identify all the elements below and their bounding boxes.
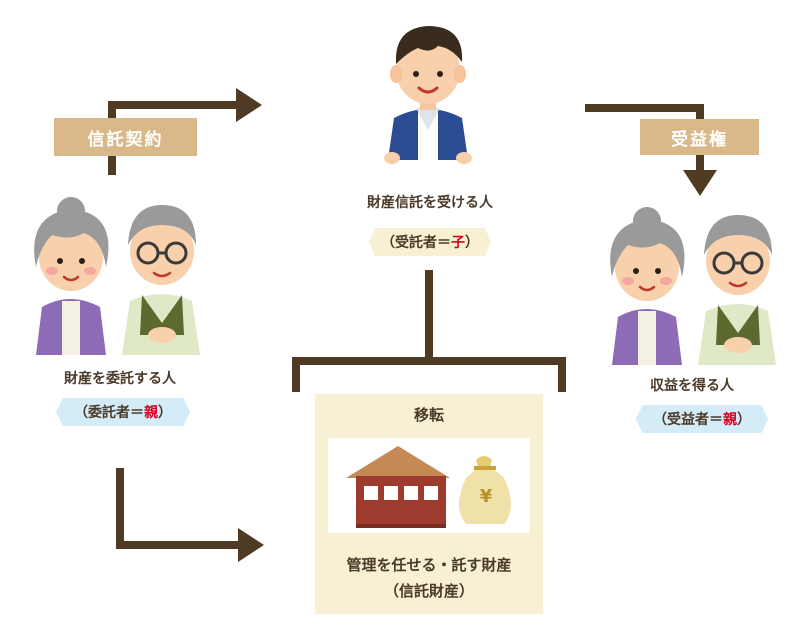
trustee-caption: 財産信託を受ける人 <box>367 195 493 211</box>
beneficial-right-tag: 受益権 <box>640 119 759 155</box>
trustee-role-prefix: （受託者＝ <box>381 235 451 251</box>
trust-contract-tag: 信託契約 <box>54 118 197 156</box>
trust-contract-label: 信託契約 <box>87 129 164 150</box>
trustee-role-value: 子 <box>451 235 465 251</box>
asset-description: 管理を任せる・託す財産 <box>346 556 512 574</box>
house-and-money-illustration <box>346 446 511 528</box>
benefit-arrowhead <box>683 170 717 196</box>
settlor-caption: 財産を委託する人 <box>64 371 176 387</box>
transfer-arrow <box>116 468 240 549</box>
asset-image-frame: ¥ <box>328 438 530 533</box>
settlor-role-suffix: ） <box>158 405 172 421</box>
beneficiary-role-pill: （受益者＝親） <box>636 405 768 433</box>
trust-property-box: 移転 ¥ 管理を任せる・託す財産 （信託財産） <box>315 394 543 614</box>
settlor-role-prefix: （委託者＝ <box>74 405 144 421</box>
trustee-role-suffix: ） <box>465 235 479 251</box>
beneficial-right-label: 受益権 <box>671 129 728 150</box>
beneficiary-role-value: 親 <box>723 412 737 428</box>
trustee-role-pill: （受託者＝子） <box>369 228 491 256</box>
management-bracket <box>292 270 566 392</box>
beneficiary-role-suffix: ） <box>737 412 751 428</box>
transfer-title: 移転 <box>413 406 444 424</box>
settlor-role-pill: （委託者＝親） <box>56 398 190 426</box>
yen-symbol: ¥ <box>479 486 493 507</box>
settlor-illustration <box>34 197 200 355</box>
contract-arrowhead <box>236 88 262 122</box>
trustee-illustration <box>384 26 472 164</box>
beneficiary-caption: 収益を得る人 <box>650 378 734 394</box>
settlor-role-value: 親 <box>144 405 158 421</box>
trust-property-label: （信託財産） <box>383 582 474 600</box>
beneficiary-illustration <box>610 207 776 365</box>
beneficiary-role-prefix: （受益者＝ <box>653 412 723 428</box>
transfer-arrowhead <box>238 528 264 562</box>
